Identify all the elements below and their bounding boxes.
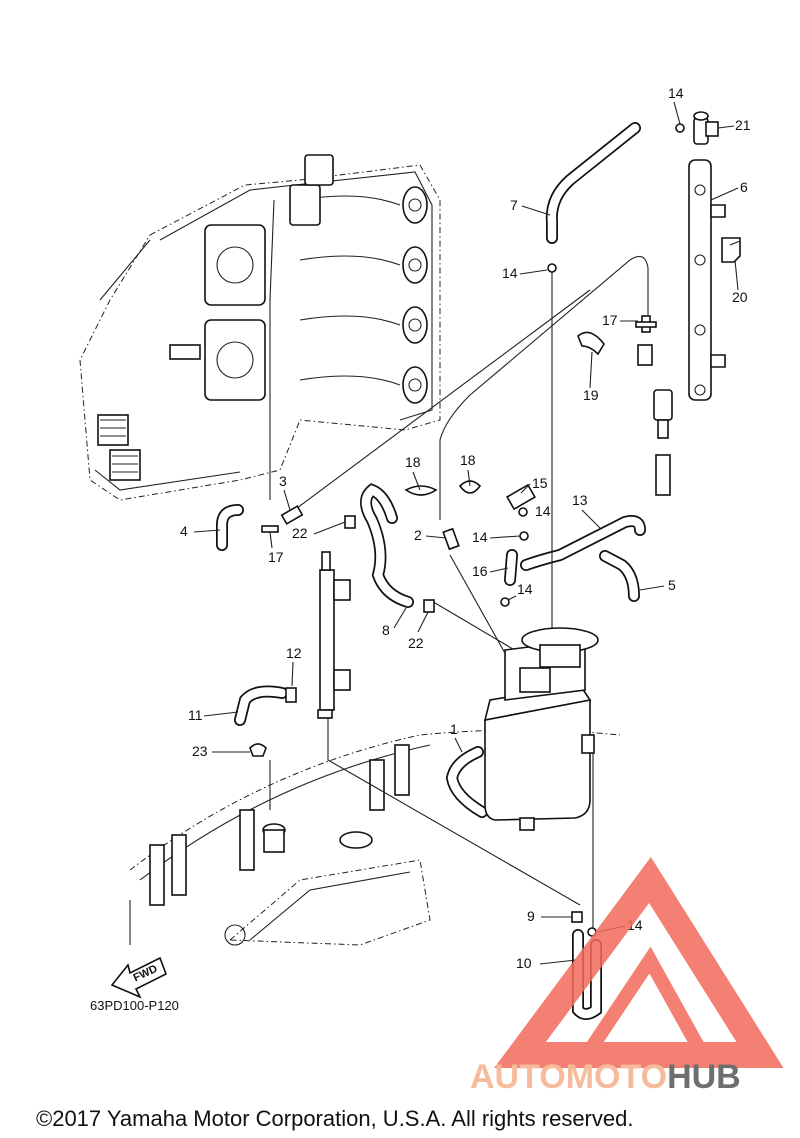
hose-11 — [234, 685, 288, 726]
hose-8 — [360, 483, 414, 608]
hose-16 — [504, 549, 518, 586]
callout-17b: 17 — [268, 549, 284, 565]
manifold-runners — [299, 186, 428, 404]
fuel-rail-clip-20 — [721, 237, 741, 263]
hose-4 — [216, 504, 244, 551]
callout-20: 20 — [732, 289, 748, 305]
watermark-text-auto: AUTOMOTO — [470, 1058, 667, 1096]
hose-10 — [572, 929, 602, 1020]
fuel-rail — [688, 159, 726, 401]
callout-14b: 14 — [502, 265, 518, 281]
lower-case-outline — [129, 729, 621, 946]
callout-6: 6 — [740, 179, 748, 195]
callout-1: 1 — [450, 721, 458, 737]
watermark-text-hub: HUB — [667, 1058, 741, 1096]
callout-5: 5 — [668, 577, 676, 593]
callout-18a: 18 — [405, 454, 421, 470]
throttle-body — [169, 154, 334, 401]
callout-17a: 17 — [602, 312, 618, 328]
callout-16: 16 — [472, 563, 488, 579]
callout-2: 2 — [414, 527, 422, 543]
pressure-gauge-fitting-17 — [635, 315, 657, 366]
callout-7: 7 — [510, 197, 518, 213]
callout-12: 12 — [286, 645, 302, 661]
callout-19: 19 — [583, 387, 599, 403]
callout-11: 11 — [188, 707, 203, 723]
copyright-notice: ©2017 Yamaha Motor Corporation, U.S.A. A… — [36, 1106, 633, 1131]
hose-5 — [599, 550, 640, 602]
svg-text:AUTOMOTOHUB: AUTOMOTOHUB — [470, 1058, 741, 1096]
callout-3: 3 — [279, 473, 287, 489]
fuel-injector-assembly — [653, 389, 673, 496]
callout-14d: 14 — [472, 529, 488, 545]
diagram-code: 63PD100-P120 — [90, 998, 179, 1013]
callout-22b: 22 — [408, 635, 424, 651]
callout-labels: 14 21 6 7 14 20 17 19 18 18 15 13 14 3 4… — [180, 85, 751, 971]
callout-4: 4 — [180, 523, 188, 539]
hose-7 — [545, 122, 641, 244]
callout-14e: 14 — [517, 581, 533, 597]
watermark-logo: AUTOMOTOHUB — [470, 856, 784, 1096]
callout-14a: 14 — [668, 85, 684, 101]
hose-1 — [445, 746, 488, 818]
callout-23: 23 — [192, 743, 208, 759]
callout-15: 15 — [532, 475, 548, 491]
small-fittings — [249, 331, 605, 923]
intake-manifold-assembly — [79, 154, 441, 501]
callout-21: 21 — [735, 117, 751, 133]
fwd-arrow-icon: FWD — [110, 956, 168, 999]
vapor-separator-tank — [483, 627, 599, 831]
callout-10: 10 — [516, 955, 532, 971]
sensor-connector — [97, 414, 141, 481]
callout-13: 13 — [572, 492, 588, 508]
callout-9: 9 — [527, 908, 535, 924]
callout-22a: 22 — [292, 525, 308, 541]
hose-13 — [520, 515, 646, 571]
fuel-rail-fitting-21 — [693, 111, 719, 145]
callout-8: 8 — [382, 622, 390, 638]
callout-14c: 14 — [535, 503, 551, 519]
fuel-pipe-assembly — [317, 551, 351, 719]
clamp-14 — [500, 123, 685, 937]
callout-18b: 18 — [460, 452, 476, 468]
